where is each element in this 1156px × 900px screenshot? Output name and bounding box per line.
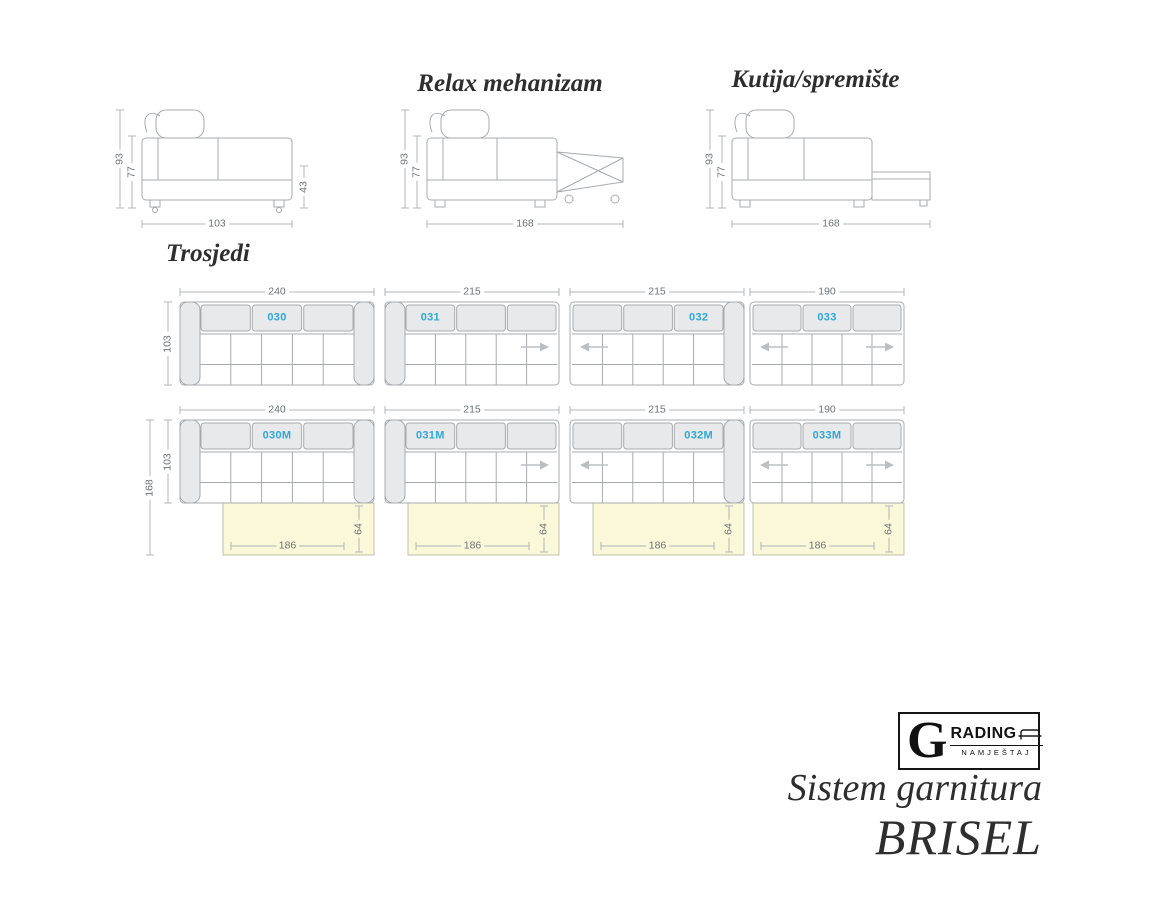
series-title-line1: Sistem garnitura: [787, 767, 1042, 809]
sofa-diagram-031M: 215 031M 186 64: [381, 400, 567, 565]
dim-width-label: 190: [815, 403, 839, 417]
bed-width-label: 186: [275, 539, 300, 553]
dim-width-label: 215: [645, 403, 669, 417]
logo-subtitle: NAMJEŠTAJ: [950, 745, 1043, 757]
series-title-block: Sistem garnitura BRISEL: [787, 767, 1042, 865]
bed-depth-label: 64: [722, 520, 736, 538]
dim-width-label: 168: [819, 217, 843, 231]
series-title-line2: BRISEL: [874, 808, 1042, 865]
dim-width-label: 215: [645, 285, 669, 299]
model-code-label: 030M: [262, 429, 292, 442]
dim-width-label: 215: [460, 403, 484, 417]
section-title: Trosjedi: [166, 240, 250, 267]
sofa-diagram-031: 215 031: [381, 282, 567, 395]
relax-title: Relax mehanizam: [417, 70, 603, 97]
sofa-diagram-030M: 240 103 168 030M 186 64: [134, 400, 382, 565]
model-code-label: 033: [817, 311, 837, 324]
sofa-icon: [1018, 729, 1042, 740]
dim-total-height-label: 93: [113, 150, 127, 168]
dim-width-label: 103: [205, 217, 229, 231]
sofa-top-view-drawing: [164, 288, 375, 386]
dim-total-height-label: 93: [398, 150, 412, 168]
dim-width-label: 190: [815, 285, 839, 299]
dim-depth-label: 103: [161, 449, 175, 474]
dim-seat-height-label: 77: [410, 163, 424, 181]
side-view-relax: 93 77 168: [385, 96, 635, 241]
bed-width-label: 186: [645, 539, 670, 553]
dim-width-label: 240: [265, 285, 289, 299]
grading-logo: G RADING NAMJEŠTAJ: [898, 712, 1043, 770]
dim-width-label: 240: [265, 403, 289, 417]
model-code-label: 031: [420, 311, 440, 324]
dim-total-height-label: 93: [703, 150, 717, 168]
sofa-top-view-drawing: [569, 288, 745, 386]
dim-width-label: 215: [460, 285, 484, 299]
sofa-top-view-drawing: [146, 406, 375, 556]
model-code-label: 031M: [415, 429, 445, 442]
model-code-label: 032M: [684, 429, 714, 442]
model-code-label: 030: [267, 311, 287, 324]
sofa-top-view-drawing: [569, 406, 745, 556]
side-view-box: 93 77 168: [690, 96, 940, 241]
bed-width-label: 186: [460, 539, 485, 553]
sofa-diagram-033: 190 033: [746, 282, 912, 395]
dim-width-label: 168: [513, 217, 537, 231]
dim-seat-height-label: 77: [715, 163, 729, 181]
sofa-diagram-032: 215 032: [566, 282, 752, 395]
sofa-diagram-030: 240 103 030: [148, 282, 382, 395]
sofa-diagram-033M: 190 033M 186 64: [746, 400, 912, 565]
sofa-top-view-drawing: [384, 288, 560, 386]
side-view-relax-drawing: [401, 109, 624, 228]
sofa-diagram-032M: 215 032M 186 64: [566, 400, 752, 565]
dim-depth-label: 103: [161, 331, 175, 356]
model-code-label: 032: [689, 311, 709, 324]
bed-depth-label: 64: [537, 520, 551, 538]
logo-brand-text: RADING: [950, 725, 1017, 742]
side-view-box-drawing: [706, 109, 931, 228]
dim-seat-height-label: 77: [125, 163, 139, 181]
logo-letter-g: G: [907, 712, 948, 769]
dim-arm-height-label: 43: [297, 178, 311, 196]
sofa-top-view-drawing: [749, 288, 905, 386]
dim-total-depth-label: 168: [143, 475, 157, 500]
box-title: Kutija/spremište: [731, 66, 900, 93]
bed-width-label: 186: [805, 539, 830, 553]
model-code-label: 033M: [812, 429, 842, 442]
bed-depth-label: 64: [882, 520, 896, 538]
bed-depth-label: 64: [352, 520, 366, 538]
side-view-basic: 93 77 103 43: [100, 96, 326, 241]
